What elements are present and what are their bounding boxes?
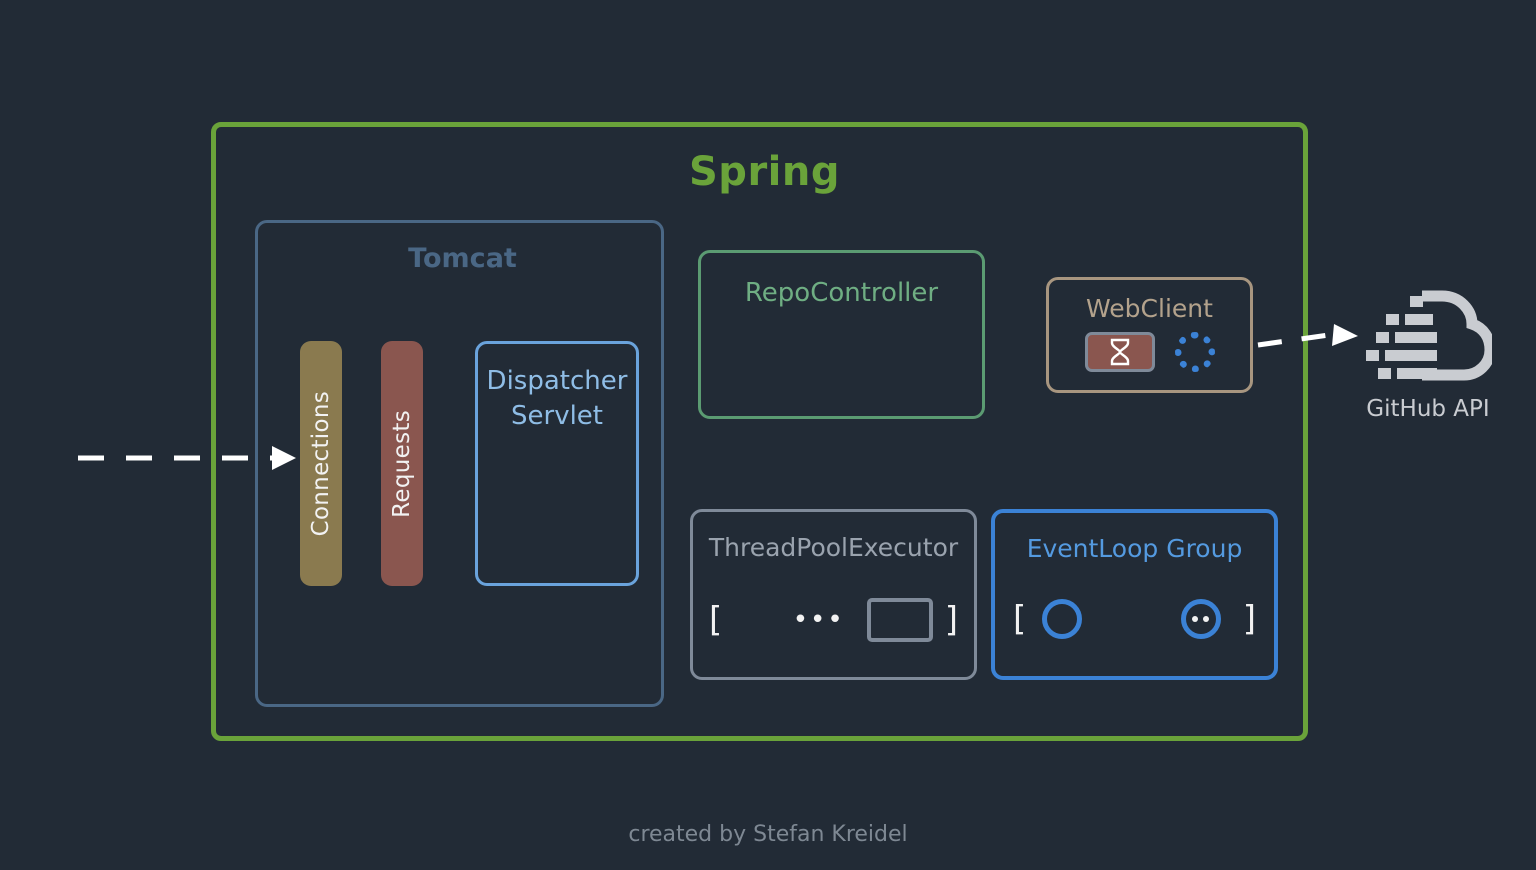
- spring-container: Spring: [211, 122, 1308, 741]
- connections-bar-label: Connections: [308, 390, 334, 537]
- requests-bar: Requests: [381, 341, 423, 586]
- dispatcher-servlet-label-line1: Dispatcher: [486, 366, 628, 396]
- dispatcher-servlet-label: Dispatcher Servlet: [478, 364, 636, 434]
- spring-title: Spring: [689, 149, 840, 195]
- spinner-icon: [1174, 332, 1215, 372]
- event-loop-idle-icon: [1042, 599, 1083, 639]
- hourglass-icon: [1110, 338, 1129, 366]
- tpe-task-slot: [866, 598, 933, 642]
- webclient-to-github-arrow-head: [1332, 324, 1358, 346]
- thread-pool-slot-row: [ ••• ]: [693, 598, 974, 642]
- tpe-open-bracket: [: [709, 600, 723, 640]
- web-client-icon-row: [1049, 332, 1250, 372]
- hourglass-chip: [1084, 332, 1155, 372]
- dispatcher-servlet-label-line2: Servlet: [511, 401, 603, 432]
- elg-close-bracket: ]: [1242, 599, 1256, 639]
- cloud-icon: [1366, 290, 1496, 381]
- web-client-label: WebClient: [1086, 294, 1213, 323]
- event-loop-dot: [1192, 616, 1199, 622]
- event-loop-dot: [1203, 616, 1210, 622]
- tomcat-title: Tomcat: [408, 243, 517, 274]
- tomcat-container: Tomcat: [255, 220, 664, 707]
- event-loop-group-label: EventLoop Group: [1026, 534, 1243, 563]
- footer-credit: created by Stefan Kreidel: [628, 822, 908, 847]
- tpe-ellipsis: •••: [792, 605, 845, 635]
- thread-pool-executor-label: ThreadPoolExecutor: [708, 533, 959, 562]
- requests-bar-label: Requests: [389, 409, 415, 518]
- thread-pool-executor-box: ThreadPoolExecutor [ ••• ]: [690, 509, 977, 680]
- event-loop-group-box: EventLoop Group [ ]: [991, 509, 1278, 680]
- event-loop-slot-row: [ ]: [995, 599, 1274, 639]
- tpe-close-bracket: ]: [944, 600, 958, 640]
- event-loop-busy-icon: [1180, 599, 1221, 639]
- github-api-node: GitHub API: [1358, 290, 1498, 422]
- connections-bar: Connections: [300, 341, 342, 586]
- elg-open-bracket: [: [1013, 599, 1027, 639]
- github-api-label: GitHub API: [1366, 396, 1490, 422]
- dispatcher-servlet-box: Dispatcher Servlet: [475, 341, 639, 586]
- repo-controller-label: RepoController: [744, 278, 939, 308]
- web-client-box: WebClient: [1046, 277, 1253, 393]
- repo-controller-box: RepoController: [698, 250, 985, 419]
